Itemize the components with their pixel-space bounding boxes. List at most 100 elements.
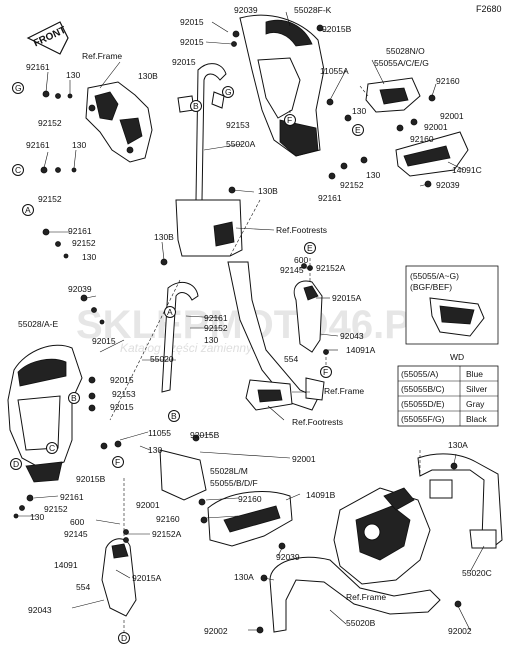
callout-c-1: C: [12, 164, 24, 176]
label-14091c: 14091C: [452, 165, 482, 175]
label-92001-low: 92001: [136, 500, 160, 510]
svg-text:C: C: [15, 165, 21, 175]
svg-text:G: G: [15, 83, 22, 93]
label-130-a: 130: [82, 252, 96, 262]
svg-text:D: D: [121, 633, 127, 643]
label-55028n-o: 55028N/O: [386, 46, 425, 56]
callout-f-1: F: [284, 114, 296, 126]
callout-d-2: D: [118, 632, 130, 644]
callout-c-2: C: [46, 442, 58, 454]
panel-55028n-o: [365, 77, 421, 113]
watermark-subtitle: Katalog części zamiennych: [120, 341, 265, 355]
label-92001-mid: 92001: [292, 454, 316, 464]
wd-color-table: WD (55055/A) Blue (55055B/C) Silver (550…: [397, 352, 499, 427]
label-92015a-top: 92015A: [332, 293, 362, 303]
label-130b-mid: 130B: [258, 186, 278, 196]
wd-code-4: (55055F/G): [401, 414, 445, 424]
callout-e-2: E: [304, 242, 316, 254]
svg-text:E: E: [355, 125, 361, 135]
label-92015b-top: 92015B: [322, 24, 352, 34]
label-14091b: 14091B: [306, 490, 336, 500]
label-92152-a: 92152: [72, 238, 96, 248]
leader-lines: [18, 11, 485, 631]
label-92015-b: 92015: [180, 37, 204, 47]
diagram-code: F2680: [476, 4, 502, 14]
ref-frame-mid: Ref.Frame: [324, 386, 364, 396]
label-92161-m: 92161: [204, 313, 228, 323]
label-55020: 55020: [150, 354, 174, 364]
label-92153-l: 92153: [112, 389, 136, 399]
wd-code-1: (55055/A): [401, 369, 438, 379]
label-55055a-c: 55055A/C/E/G: [374, 58, 429, 68]
label-92039-left: 92039: [68, 284, 92, 294]
label-92001-tr2: 92001: [424, 122, 448, 132]
frame-section-bottom: [333, 487, 431, 585]
label-92160-low: 92160: [156, 514, 180, 524]
label-130-l1: 130: [66, 70, 80, 80]
svg-text:F: F: [115, 457, 120, 467]
label-130b-top: 130B: [138, 71, 158, 81]
label-92161-l1: 92161: [26, 62, 50, 72]
cowl-55028-a-e: [7, 344, 83, 483]
label-554-low: 554: [76, 582, 90, 592]
label-92153-top: 92153: [226, 120, 250, 130]
svg-text:F: F: [287, 115, 292, 125]
callout-a-1: A: [22, 204, 34, 216]
callout-e-1: E: [352, 124, 364, 136]
callout-d-1: D: [10, 458, 22, 470]
svg-text:A: A: [25, 205, 31, 215]
label-92161-c: 92161: [318, 193, 342, 203]
label-92001-tr: 92001: [440, 111, 464, 121]
label-92152-m: 92152: [204, 323, 228, 333]
label-92160-tr2: 92160: [410, 134, 434, 144]
label-14091a: 14091A: [346, 345, 376, 355]
callout-a-2: A: [164, 306, 176, 318]
label-92160-mid: 92160: [238, 494, 262, 504]
svg-text:C: C: [49, 443, 55, 453]
label-92152-c: 92152: [340, 180, 364, 190]
callout-markers: G C A B G F E E A F B B D C F D: [10, 82, 364, 644]
wd-color-3: Gray: [466, 399, 485, 409]
wd-header: WD: [450, 352, 464, 362]
label-92145-top: 92145: [280, 265, 304, 275]
label-130a-low: 130A: [234, 572, 254, 582]
label-92015-c: 92015: [172, 57, 196, 67]
label-92160-tr: 92160: [436, 76, 460, 86]
label-554-top: 554: [284, 354, 298, 364]
label-130-tr: 130: [352, 106, 366, 116]
label-55028l-m: 55028L/M: [210, 466, 248, 476]
label-92002-r: 92002: [448, 626, 472, 636]
label-92015b-low: 92015B: [76, 474, 106, 484]
svg-text:D: D: [13, 459, 19, 469]
bracket-55020a: [175, 63, 243, 257]
part-labels: Ref.Frame 92039 55028F-K 92015 92015B 92…: [18, 5, 492, 636]
label-55020a: 55020A: [226, 139, 256, 149]
label-600-top: 600: [294, 255, 308, 265]
inset-title: (55055/A~G): [410, 271, 459, 281]
label-92015-l3: 92015: [110, 402, 134, 412]
panel-55028l-m: [159, 449, 293, 547]
label-55020b: 55020B: [346, 618, 376, 628]
label-92161-bl: 92161: [60, 492, 84, 502]
label-92039-tr: 92039: [436, 180, 460, 190]
callout-b-3: B: [168, 410, 180, 422]
label-130-m: 130: [204, 335, 218, 345]
engine-guard: [269, 453, 503, 633]
label-92015-l2: 92015: [110, 375, 134, 385]
svg-text:B: B: [193, 101, 199, 111]
label-55028a-e: 55028/A-E: [18, 319, 58, 329]
label-92161-l2: 92161: [26, 140, 50, 150]
svg-text:F: F: [323, 367, 328, 377]
label-130-bl: 130: [30, 512, 44, 522]
wd-color-4: Black: [466, 414, 488, 424]
label-92015a-low: 92015A: [132, 573, 162, 583]
bolt-icons: [13, 24, 462, 634]
inset-subtitle: (BGF/BEF): [410, 282, 452, 292]
callout-f-2: F: [320, 366, 332, 378]
label-92015b-mid: 92015B: [190, 430, 220, 440]
label-92161-a: 92161: [68, 226, 92, 236]
svg-text:G: G: [225, 87, 232, 97]
wd-code-2: (55055B/C): [401, 384, 445, 394]
ref-frame-bottom: Ref.Frame: [346, 592, 386, 602]
